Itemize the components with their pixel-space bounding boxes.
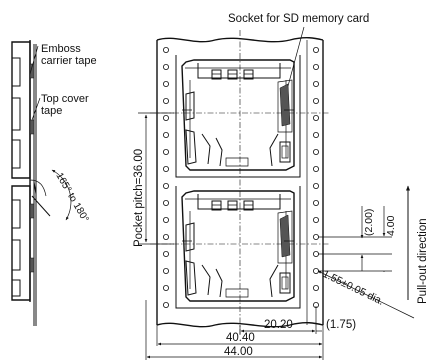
side-view (11, 40, 51, 326)
dim-4-00: 4.00 (385, 215, 397, 236)
dim-hole-dia: 1.55±0.05 dia. (321, 268, 386, 308)
dim-1-75: (1.75) (326, 319, 356, 331)
pull-out-label: Pull-out direction (417, 218, 428, 304)
socket-label: Socket for SD memory card (228, 13, 369, 25)
emboss-label-line2: carrier tape (41, 55, 97, 67)
top-cover-label-line2: tape (41, 105, 62, 117)
angle-arc (51, 169, 72, 221)
dim-2-00: (2.00) (363, 209, 375, 236)
angle-label: 165° to 180° (53, 171, 90, 224)
dim-20-20: 20.20 (264, 319, 293, 331)
top-cover-leader (31, 97, 41, 121)
bottom-dimensions (145, 300, 324, 360)
emboss-leader (29, 45, 39, 75)
socket-leader (287, 26, 305, 87)
socket-lower (181, 190, 295, 302)
emboss-label-line1: Emboss (41, 43, 81, 55)
tape-front-view (150, 30, 330, 335)
sprocket-holes-right (312, 47, 319, 308)
socket-upper (181, 59, 295, 171)
pocket-pitch-label: Pocket pitch=36.00 (133, 149, 145, 247)
dim-40-40: 40.40 (226, 332, 255, 344)
top-cover-label-line1: Top cover (41, 93, 89, 105)
pocket-pitch-dimension (138, 112, 174, 245)
hole-dia-leader (317, 270, 415, 319)
sprocket-holes-left (162, 47, 169, 308)
pitch-small-dimensions (318, 206, 392, 272)
dim-44-00: 44.00 (224, 346, 253, 358)
